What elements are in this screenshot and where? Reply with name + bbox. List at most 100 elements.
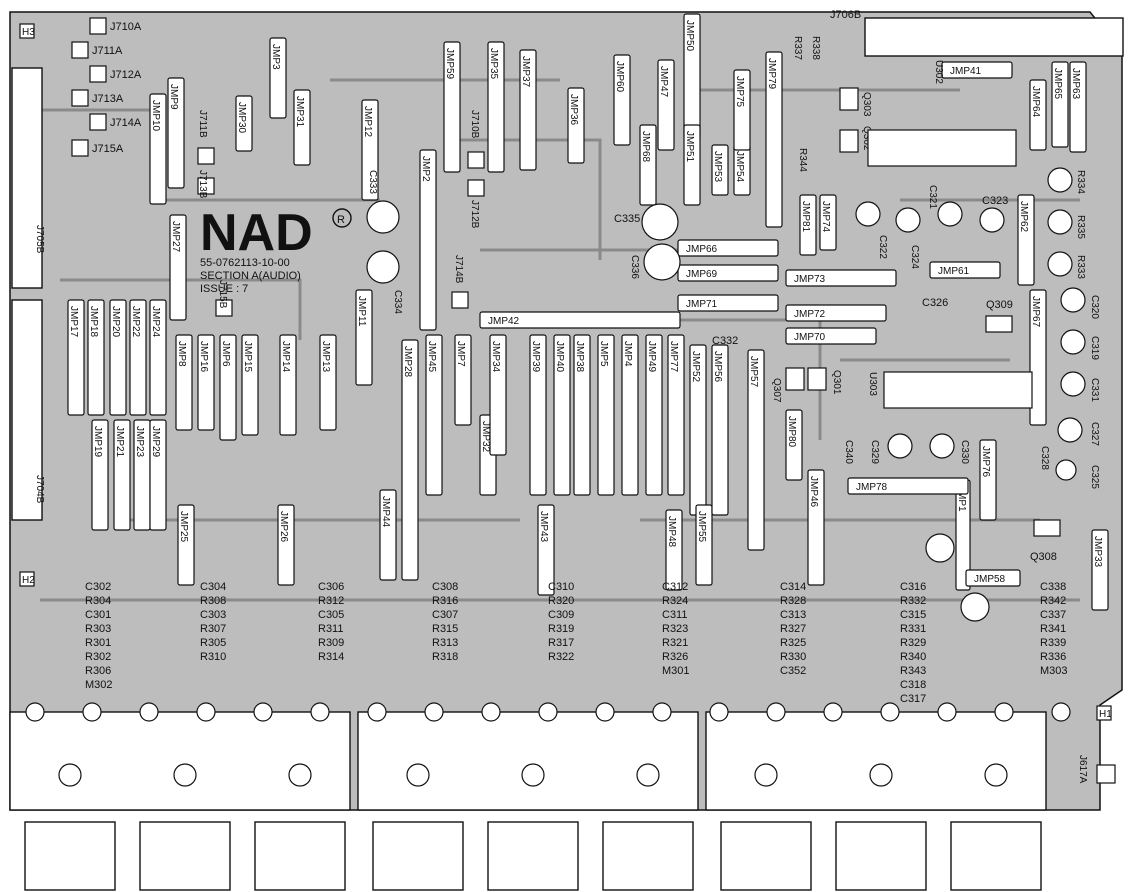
svg-text:R335: R335 xyxy=(1075,215,1086,239)
rca-jack xyxy=(602,821,694,891)
jumper-label: JMP39 xyxy=(530,341,541,373)
jumper-label: JMP18 xyxy=(88,306,99,338)
svg-text:C331: C331 xyxy=(1089,378,1100,402)
svg-text:R338: R338 xyxy=(810,36,821,60)
component-label: R323 xyxy=(662,623,688,635)
jumper-label: JMP40 xyxy=(554,341,565,373)
small-jack-j715a: J715A xyxy=(71,139,124,157)
mounting-screw-icon xyxy=(173,763,197,787)
jumper-jmp54: JMP54 xyxy=(733,144,751,196)
solder-pad-icon xyxy=(82,702,102,722)
component-label: C301 xyxy=(85,609,111,621)
svg-text:ISSUE : 7: ISSUE : 7 xyxy=(200,283,248,295)
jumper-jmp76: JMP76 xyxy=(979,439,997,521)
mounting-screw-icon xyxy=(984,763,1008,787)
jumper-jmp49: JMP49 xyxy=(645,334,663,496)
jumper-label: JMP13 xyxy=(320,341,331,373)
component-label: R308 xyxy=(200,595,226,607)
component-label: R301 xyxy=(85,637,111,649)
component-label: R321 xyxy=(662,637,688,649)
jumper-label: JMP64 xyxy=(1030,86,1041,118)
component-label: C310 xyxy=(548,581,574,593)
jumper-label: JMP46 xyxy=(808,476,819,508)
component-label: M302 xyxy=(85,679,113,691)
jumper-jmp1: JMP1 xyxy=(955,479,971,591)
svg-text:U302: U302 xyxy=(933,60,944,84)
component-label: R314 xyxy=(318,651,344,663)
svg-text:H2: H2 xyxy=(22,575,35,586)
svg-text:C336: C336 xyxy=(629,255,640,279)
component-label: R325 xyxy=(780,637,806,649)
small-jack-j714b: J714B xyxy=(451,255,469,309)
jumper-jmp72: JMP72 xyxy=(785,304,887,322)
jumper-label: JMP24 xyxy=(150,306,161,338)
solder-pad-icon xyxy=(994,702,1014,722)
jumper-label: JMP57 xyxy=(748,356,759,388)
jumper-jmp11: JMP11 xyxy=(355,289,373,386)
jumper-label: JMP51 xyxy=(684,131,695,163)
jumper-jmp7: JMP7 xyxy=(454,334,472,426)
component-label: R320 xyxy=(548,595,574,607)
component-label: R303 xyxy=(85,623,111,635)
small-jack-j710a: J710A xyxy=(89,17,142,35)
jumper-label: JMP31 xyxy=(294,96,305,128)
jumper-jmp26: JMP26 xyxy=(277,504,295,586)
svg-text:J714A: J714A xyxy=(110,117,142,129)
svg-text:J713A: J713A xyxy=(92,93,124,105)
svg-text:C323: C323 xyxy=(982,195,1008,207)
jumper-jmp71: JMP71 xyxy=(677,294,779,312)
jumper-label: JMP16 xyxy=(198,341,209,373)
component-label: C303 xyxy=(200,609,226,621)
jumper-jmp51: JMP51 xyxy=(683,124,701,206)
jumper-jmp44: JMP44 xyxy=(379,489,397,581)
jumper-label: JMP2 xyxy=(420,156,431,182)
jumper-label: JMP44 xyxy=(380,496,391,528)
jumper-label: JMP35 xyxy=(488,48,499,80)
jumper-jmp25: JMP25 xyxy=(177,504,195,586)
jumper-label: JMP54 xyxy=(734,151,745,183)
jumper-label: JMP8 xyxy=(176,341,187,367)
jumper-label: JMP42 xyxy=(488,316,520,327)
rca-jack xyxy=(720,821,812,891)
jumper-jmp45: JMP45 xyxy=(425,334,443,496)
jumper-jmp28: JMP28 xyxy=(401,339,419,581)
component-label: R316 xyxy=(432,595,458,607)
hole-h3: H3 xyxy=(19,23,35,39)
jumper-jmp46: JMP46 xyxy=(807,469,825,586)
jumper-label: JMP25 xyxy=(178,511,189,543)
jumper-label: JMP1 xyxy=(956,486,967,512)
mounting-screw-icon xyxy=(754,763,778,787)
jumper-label: JMP26 xyxy=(278,511,289,543)
svg-text:J715A: J715A xyxy=(92,143,124,155)
jumper-label: JMP53 xyxy=(712,151,723,183)
mounting-screw-icon xyxy=(869,763,893,787)
component-label: C304 xyxy=(200,581,226,593)
jumper-jmp43: JMP43 xyxy=(537,504,555,596)
transistor-q303: Q303 xyxy=(839,87,872,117)
transistor-q309: Q309 xyxy=(985,299,1013,333)
solder-pad-icon xyxy=(766,702,786,722)
jumper-jmp38: JMP38 xyxy=(573,334,591,496)
ic-u303: U303 xyxy=(867,371,1033,409)
component-label: R336 xyxy=(1040,651,1066,663)
jumper-jmp47: JMP47 xyxy=(657,59,675,151)
jumper-jmp48: JMP48 xyxy=(665,509,683,591)
transistor-q308: Q308 xyxy=(1030,519,1061,563)
jumper-jmp27: JMP27 xyxy=(169,214,187,321)
svg-text:Q307: Q307 xyxy=(771,378,782,403)
jumper-jmp36: JMP36 xyxy=(567,87,585,164)
jumper-label: JMP74 xyxy=(820,201,831,233)
registered-mark-icon xyxy=(332,208,352,228)
jumper-jmp57: JMP57 xyxy=(747,349,765,551)
jumper-label: JMP73 xyxy=(794,274,826,285)
jumper-jmp30: JMP30 xyxy=(235,95,253,152)
jumper-jmp21: JMP21 xyxy=(113,419,131,531)
jumper-jmp19: JMP19 xyxy=(91,419,109,531)
svg-text:J705B: J705B xyxy=(34,225,45,254)
component-label: C305 xyxy=(318,609,344,621)
component-label: C306 xyxy=(318,581,344,593)
component-label: R307 xyxy=(200,623,226,635)
jumper-jmp58: JMP58 xyxy=(965,569,1021,587)
jumper-label: JMP61 xyxy=(938,266,970,277)
